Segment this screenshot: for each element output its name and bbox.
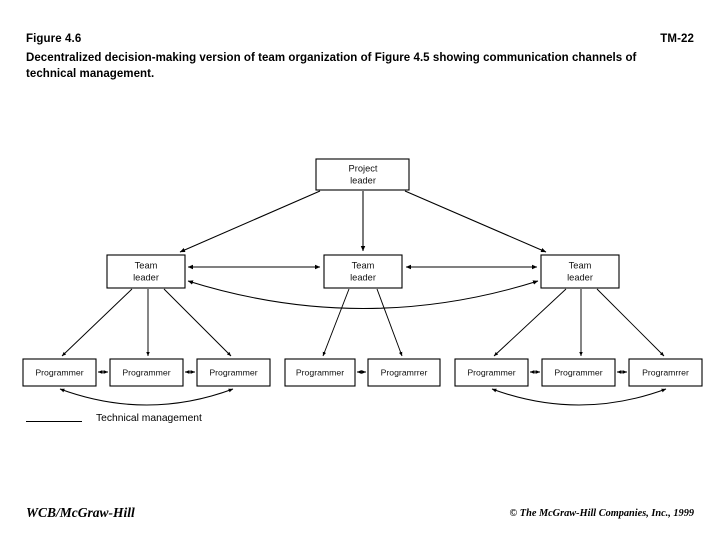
programmer-7-box[interactable] [541, 358, 616, 387]
node-programmer-6[interactable]: Programmer [454, 358, 529, 387]
node-programmer-7[interactable]: Programmer [541, 358, 616, 387]
programmer-7-label: Programmer [554, 367, 602, 377]
programmer-3-label: Programmer [209, 367, 257, 377]
team-leader-3-box[interactable] [540, 254, 620, 289]
node-team-leader-2[interactable]: Team leader [323, 254, 403, 289]
node-team-leader-1[interactable]: Team leader [106, 254, 186, 289]
programmer-5-box[interactable] [367, 358, 441, 387]
edge-tl1-tl3-curved-double [187, 280, 539, 310]
edge-tl1-to-p3 [163, 288, 232, 357]
programmer-2-label: Programmer [122, 367, 170, 377]
node-programmer-5[interactable]: Programrrer [367, 358, 441, 387]
team-leader-3-label-line1: Team [569, 260, 592, 270]
programmer-2-box[interactable] [109, 358, 184, 387]
transparency-code-label: TM-22 [660, 33, 694, 45]
node-team-leader-3[interactable]: Team leader [540, 254, 620, 289]
header-top-row: Figure 4.6 TM-22 [26, 33, 694, 49]
copyright-notice: © The McGraw-Hill Companies, Inc., 1999 [509, 508, 694, 519]
programmer-4-label: Programmer [296, 367, 344, 377]
legend-label-technical-management: Technical management [96, 413, 202, 424]
edges-team-leader-peer [187, 264, 539, 310]
edge-p6-p8-curved-double [491, 388, 667, 406]
team-leader-2-box[interactable] [323, 254, 403, 289]
programmer-8-label: Programrrer [642, 367, 689, 377]
org-chart-svg: Project leader Team leader Team leader T… [22, 158, 703, 406]
team-leader-1-box[interactable] [106, 254, 186, 289]
node-programmer-2[interactable]: Programmer [109, 358, 184, 387]
edges-programmer-peer [59, 370, 667, 406]
edge-tl3-to-p6 [493, 288, 567, 357]
programmer-5-label: Programrrer [381, 367, 428, 377]
project-leader-label-line2: leader [350, 175, 376, 185]
programmer-3-box[interactable] [196, 358, 271, 387]
project-leader-box[interactable] [315, 158, 410, 191]
figure-caption: Decentralized decision-making version of… [26, 52, 637, 80]
team-leader-3-label-line2: leader [567, 272, 593, 282]
edge-pl-to-tl3 [404, 190, 547, 253]
edge-tl1-to-p1 [61, 288, 133, 357]
team-leader-1-label-line2: leader [133, 272, 159, 282]
project-leader-label-line1: Project [349, 163, 378, 173]
team-leader-1-label-line1: Team [135, 260, 158, 270]
page-footer: WCB/McGraw-Hill © The McGraw-Hill Compan… [26, 505, 694, 525]
programmer-1-label: Programmer [35, 367, 83, 377]
org-chart-diagram: Project leader Team leader Team leader T… [0, 140, 720, 440]
edges-team-to-programmers [61, 288, 665, 357]
edge-tl3-to-p8 [596, 288, 665, 357]
team-leader-2-label-line2: leader [350, 272, 376, 282]
edge-tl2-to-p5 [376, 288, 403, 357]
figure-header: Figure 4.6 TM-22 Decentralized decision-… [26, 33, 694, 80]
team-leader-2-label-line1: Team [352, 260, 375, 270]
edge-pl-to-tl1 [179, 190, 321, 253]
node-programmer-4[interactable]: Programmer [284, 358, 356, 387]
edge-tl2-to-p4 [322, 288, 350, 357]
programmer-1-box[interactable] [22, 358, 97, 387]
programmer-6-label: Programmer [467, 367, 515, 377]
node-programmer-1[interactable]: Programmer [22, 358, 97, 387]
programmer-6-box[interactable] [454, 358, 529, 387]
node-project-leader[interactable]: Project leader [315, 158, 410, 191]
node-programmer-8[interactable]: Programrrer [628, 358, 703, 387]
programmer-4-box[interactable] [284, 358, 356, 387]
node-programmer-3[interactable]: Programmer [196, 358, 271, 387]
edges-project-to-team [179, 190, 547, 253]
edge-p1-p3-curved-double [59, 388, 234, 406]
publisher-imprint: WCB/McGraw-Hill [26, 505, 135, 520]
solid-line-icon [26, 421, 82, 422]
programmer-8-box[interactable] [628, 358, 703, 387]
figure-number-label: Figure 4.6 [26, 33, 82, 45]
